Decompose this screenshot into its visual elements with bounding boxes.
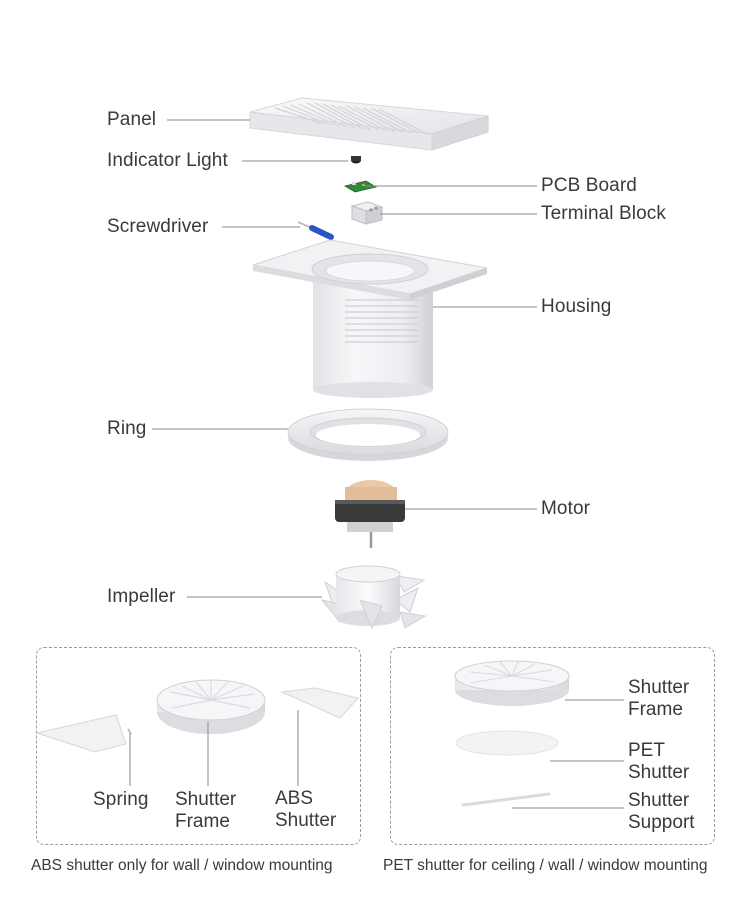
label-pet-shutter-frame: Shutter Frame <box>628 677 689 721</box>
panel-part <box>249 97 489 151</box>
label-shutter-support: Shutter Support <box>628 790 695 834</box>
abs-kit-box <box>36 647 361 845</box>
label-abs-shutter-frame-line1: Shutter <box>175 789 237 810</box>
label-abs-shutter-line2: Shutter <box>275 810 337 831</box>
caption-abs-kit: ABS shutter only for wall / window mount… <box>31 857 333 874</box>
pcb-board-part <box>343 180 378 193</box>
ring-part <box>287 408 449 461</box>
label-impeller: Impeller <box>107 586 176 607</box>
label-motor: Motor <box>541 498 591 519</box>
label-ring: Ring <box>107 418 147 439</box>
label-pcb-board: PCB Board <box>541 175 637 196</box>
impeller-part <box>320 565 427 630</box>
label-indicator-light: Indicator Light <box>107 150 228 171</box>
label-terminal-block: Terminal Block <box>541 203 666 224</box>
leader-lines <box>129 119 624 809</box>
pet-kit-box <box>390 647 715 845</box>
label-shutter-support-line1: Shutter <box>628 790 690 811</box>
screwdriver-part <box>297 221 334 240</box>
label-shutter-support-line2: Support <box>628 812 695 833</box>
indicator-light-part <box>351 156 361 164</box>
housing-part <box>252 239 488 398</box>
label-screwdriver: Screwdriver <box>107 216 209 237</box>
label-housing: Housing <box>541 296 612 317</box>
pet-kit-parts <box>454 660 570 807</box>
motor-part <box>335 480 405 548</box>
label-abs-shutter: ABS Shutter <box>275 788 336 832</box>
label-pet-shutter-line2: Shutter <box>628 762 690 783</box>
terminal-block-part <box>350 201 384 225</box>
label-abs-shutter-line1: ABS <box>275 788 314 809</box>
label-spring: Spring <box>93 789 149 810</box>
label-pet-shutter-frame-line2: Frame <box>628 699 683 720</box>
label-pet-shutter-frame-line1: Shutter <box>628 677 690 698</box>
label-pet-shutter-line1: PET <box>628 740 665 761</box>
label-abs-shutter-frame-line2: Frame <box>175 811 230 832</box>
label-abs-shutter-frame: Shutter Frame <box>175 789 236 833</box>
label-pet-shutter: PET Shutter <box>628 740 689 784</box>
abs-kit-parts <box>35 679 359 753</box>
label-panel: Panel <box>107 109 157 130</box>
caption-pet-kit: PET shutter for ceiling / wall / window … <box>383 857 708 874</box>
